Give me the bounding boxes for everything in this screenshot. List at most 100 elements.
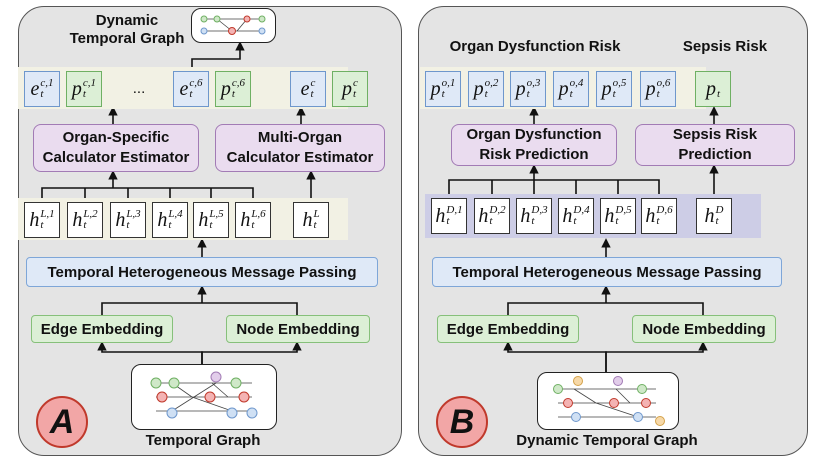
symbol-base: h [520,204,531,227]
symbol-subscript: t [168,219,172,231]
symbol-subscript: t [569,88,573,100]
symbol-base: h [435,204,446,227]
symbol-subscript: t [612,88,616,100]
symbol-superscript: o,2 [484,77,499,89]
symbol-base: p [601,77,612,100]
symbol-subscript: t [573,215,577,227]
symbol-subscript: t [353,88,357,100]
panel-a-badge: A [36,396,88,448]
edge-embedding-a: Edge Embedding [31,315,173,343]
p-sepsis: p t [695,71,731,107]
symbol-base: h [29,208,40,231]
symbol-subscript: t [526,88,530,100]
panel-b-badge: B [436,396,488,448]
symbol-superscript: o,3 [526,77,541,89]
symbol-superscript: L,6 [251,208,266,220]
message-passing-a: Temporal Heterogeneous Message Passing [26,257,378,287]
symbol-superscript: c,6 [189,77,203,89]
symbol-base: p [473,77,484,100]
dynamic-temporal-graph-bottom-title: Dynamic Temporal Graph [516,432,698,449]
symbol-base: e [179,77,189,100]
symbol-subscript: t [715,215,719,227]
symbol-superscript: o,6 [656,77,671,89]
symbol-subscript: t [656,88,660,100]
symbol-base: p [705,77,716,100]
symbol-subscript: t [209,219,213,231]
symbol-superscript: L,4 [168,208,183,220]
symbol-subscript: t [656,215,660,227]
organ-specific-estimator: Organ-Specific Calculator Estimator [33,124,199,172]
symbol-subscript: t [446,215,450,227]
symbol-superscript: D,4 [573,204,590,216]
symbol-base: h [302,208,313,231]
symbol-superscript: D,1 [446,204,463,216]
symbol-superscript: c [353,77,358,89]
symbol-superscript: L,1 [40,208,55,220]
symbol-base: h [604,204,615,227]
symbol-superscript: c,6 [231,77,246,89]
graph-thumbnail-icon [150,371,258,419]
symbol-superscript: o,5 [612,77,627,89]
symbol-superscript: o,1 [441,77,456,89]
symbol-superscript: L,3 [126,208,141,220]
symbol-base: h [72,208,83,231]
dynamic-graph-thumbnail [191,8,276,43]
message-passing-b: Temporal Heterogeneous Message Passing [432,257,782,287]
symbol-subscript: t [441,88,445,100]
multi-organ-estimator: Multi-Organ Calculator Estimator [215,124,385,172]
symbol-base: p [342,77,353,100]
symbol-subscript: t [531,215,535,227]
node-embedding-a: Node Embedding [226,315,370,343]
edge-embedding-b: Edge Embedding [437,315,579,343]
symbol-superscript: L,2 [83,208,98,220]
symbol-superscript: D [715,204,724,216]
symbol-base: p [71,77,82,100]
symbol-superscript: D,3 [531,204,548,216]
symbol-subscript: t [716,88,721,100]
symbol-subscript: t [489,215,493,227]
symbol-base: h [115,208,126,231]
symbol-subscript: t [313,219,317,231]
symbol-superscript: c [310,77,316,89]
symbol-subscript: t [40,219,44,231]
temporal-graph-title: Temporal Graph [145,432,261,449]
symbol-subscript: t [310,88,314,100]
symbol-base: e [300,77,310,100]
symbol-base: h [562,204,573,227]
graph-thumbnail-icon [553,376,665,426]
symbol-base: p [220,77,231,100]
